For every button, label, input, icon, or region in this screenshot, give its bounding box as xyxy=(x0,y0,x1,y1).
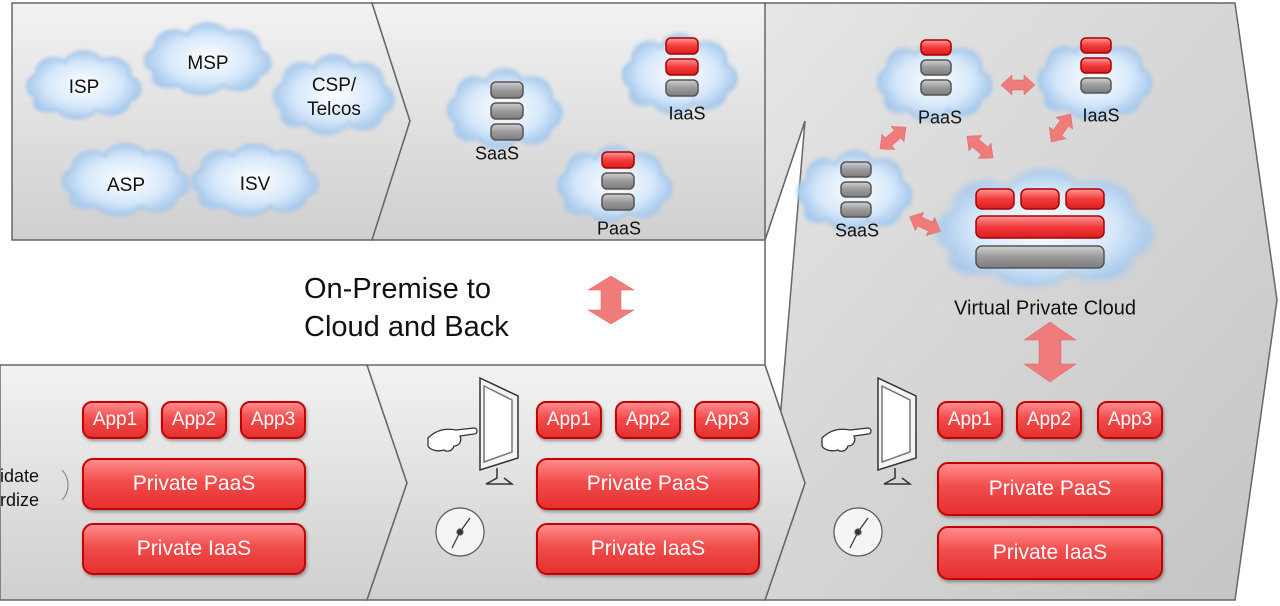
vpc-label-paas: PaaS xyxy=(917,107,963,128)
vpc-paas-stack-icon xyxy=(920,39,952,96)
double-arrow-icon xyxy=(1023,321,1077,383)
dial-gauge-icon xyxy=(833,507,883,557)
app1-button[interactable]: App1 xyxy=(937,401,1003,439)
cloud-label-isv: ISV xyxy=(239,174,271,195)
cloud-label-msp: MSP xyxy=(187,53,229,74)
app3-button[interactable]: App3 xyxy=(240,401,306,439)
app1-button[interactable]: App1 xyxy=(536,401,602,439)
vpc-saas-stack-icon xyxy=(840,161,872,218)
double-arrow-icon xyxy=(1049,113,1073,143)
pointing-hand-icon xyxy=(821,427,872,452)
double-arrow-icon xyxy=(966,135,994,159)
dial-gauge-icon xyxy=(435,507,485,557)
cloud-label-isp: ISP xyxy=(68,77,100,98)
side-text: idate rdize xyxy=(0,466,40,510)
private-iaas-block[interactable]: Private IaaS xyxy=(937,526,1163,580)
iaas-stack-icon xyxy=(665,37,699,97)
vpc-iaas-stack-icon xyxy=(1080,37,1112,94)
pointing-hand-icon xyxy=(427,427,478,452)
double-arrow-icon xyxy=(587,275,635,325)
vpc-label-iaas: IaaS xyxy=(1082,105,1120,126)
vpc-label-saas: SaaS xyxy=(834,220,880,241)
service-label-saas: SaaS xyxy=(474,143,520,164)
service-label-iaas: IaaS xyxy=(668,103,706,124)
private-paas-block[interactable]: Private PaaS xyxy=(937,462,1163,516)
paas-stack-icon xyxy=(601,151,635,211)
private-paas-block[interactable]: Private PaaS xyxy=(536,458,760,510)
app3-button[interactable]: App3 xyxy=(694,401,760,439)
private-iaas-block[interactable]: Private IaaS xyxy=(82,523,306,575)
vpc-main-stack-icon xyxy=(975,188,1105,269)
double-arrow-icon xyxy=(909,211,941,237)
double-arrow-icon xyxy=(1000,74,1036,96)
side-icon xyxy=(61,469,69,501)
app2-button[interactable]: App2 xyxy=(1016,401,1082,439)
double-arrow-icon xyxy=(879,126,907,150)
private-iaas-block[interactable]: Private IaaS xyxy=(536,523,760,575)
monitor-icon xyxy=(479,376,519,485)
service-label-paas: PaaS xyxy=(596,218,642,239)
vpc-label: Virtual Private Cloud xyxy=(954,297,1136,320)
app3-button[interactable]: App3 xyxy=(1097,401,1163,439)
cloud-label-csp: CSP/ Telcos xyxy=(307,75,361,120)
app1-button[interactable]: App1 xyxy=(82,401,148,439)
app2-button[interactable]: App2 xyxy=(161,401,227,439)
transition-label: On-Premise to Cloud and Back xyxy=(304,273,509,343)
saas-stack-icon xyxy=(490,81,524,141)
cloud-label-asp: ASP xyxy=(106,175,146,196)
app2-button[interactable]: App2 xyxy=(615,401,681,439)
monitor-icon xyxy=(877,376,917,485)
private-paas-block[interactable]: Private PaaS xyxy=(82,458,306,510)
